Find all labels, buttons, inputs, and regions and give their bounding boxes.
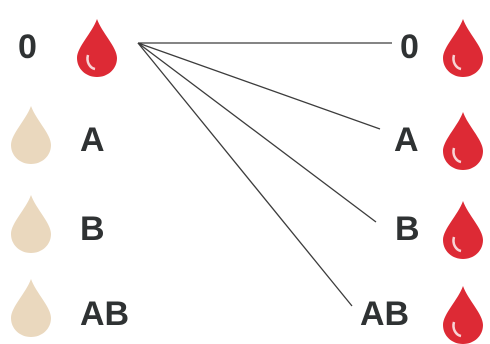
donor-label-0: 0 [18, 28, 37, 66]
connection-lines [137, 42, 392, 307]
connection-0-to-a [137, 42, 381, 130]
connection-0-to-ab [137, 42, 353, 307]
blood-drop-icon [77, 19, 117, 77]
blood-drop-icon [443, 112, 483, 170]
donor-label-ab: AB [80, 295, 129, 333]
recipient-label-b: B [395, 210, 420, 248]
donor-ab: AB [11, 279, 129, 337]
donor-0: 0 [18, 19, 117, 77]
donor-b: B [11, 195, 105, 253]
recipient-a: A [394, 112, 483, 170]
donor-column: 0 A B A [11, 19, 129, 337]
recipient-column: 0 A B AB [360, 19, 483, 344]
blood-drop-icon [11, 106, 51, 164]
recipient-0: 0 [400, 19, 483, 77]
blood-drop-icon [11, 195, 51, 253]
recipient-label-0: 0 [400, 28, 419, 66]
blood-drop-icon [443, 201, 483, 259]
connection-0-to-b [137, 42, 377, 223]
donor-label-a: A [80, 121, 105, 159]
recipient-label-a: A [394, 121, 419, 159]
donor-label-b: B [80, 210, 105, 248]
recipient-ab: AB [360, 286, 483, 344]
blood-drop-icon [443, 286, 483, 344]
recipient-b: B [395, 201, 483, 259]
blood-drop-icon [443, 19, 483, 77]
recipient-label-ab: AB [360, 295, 409, 333]
blood-drop-icon [11, 279, 51, 337]
donor-a: A [11, 106, 105, 164]
